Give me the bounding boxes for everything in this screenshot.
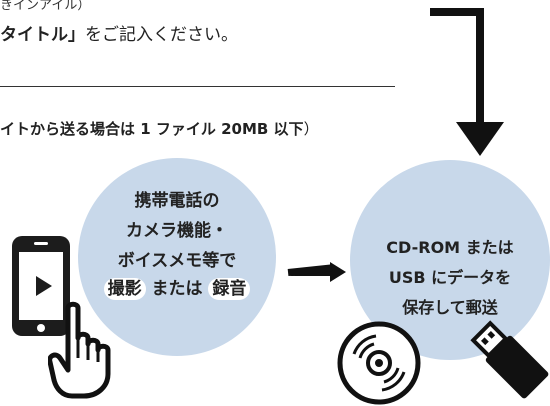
record-pill: 録音 (208, 278, 251, 300)
shoot-pill: 撮影 (103, 278, 146, 300)
capture-line3: ボイスメモ等で (117, 251, 237, 271)
delivery-line1: CD-ROM または (386, 238, 514, 257)
pointing-hand-icon (48, 301, 111, 399)
size-limit-bold: イトから送る場合は 1 ファイル 20MB 以下 (0, 120, 304, 138)
smartphone-icon (12, 236, 70, 336)
capture-line4: 撮影 または 録音 (78, 274, 276, 300)
capture-line1: 携帯電話の (134, 191, 220, 211)
instruction-rest: をご記入ください。 (85, 25, 238, 45)
capture-circle: 携帯電話の カメラ機能・ ボイスメモ等で 撮影 または 録音 (78, 158, 276, 356)
usb-drive-icon (470, 320, 549, 399)
instruction-bold: タイトル」 (0, 25, 85, 45)
down-arrow-icon (430, 8, 504, 156)
or-connector: または (151, 279, 203, 299)
top-partial-text: きインアイル） (0, 0, 91, 13)
divider (0, 86, 395, 87)
size-limit-note: イトから送る場合は 1 ファイル 20MB 以下） (0, 118, 319, 139)
cd-icon (337, 321, 421, 405)
capture-line2: カメラ機能・ (126, 221, 228, 241)
delivery-line2: USB にデータを (388, 268, 512, 287)
right-arrow-icon (287, 262, 346, 282)
delivery-line3: 保存して郵送 (402, 298, 498, 317)
instruction-text: タイトル」をご記入ください。 (0, 20, 238, 45)
size-limit-close: ） (303, 120, 319, 138)
